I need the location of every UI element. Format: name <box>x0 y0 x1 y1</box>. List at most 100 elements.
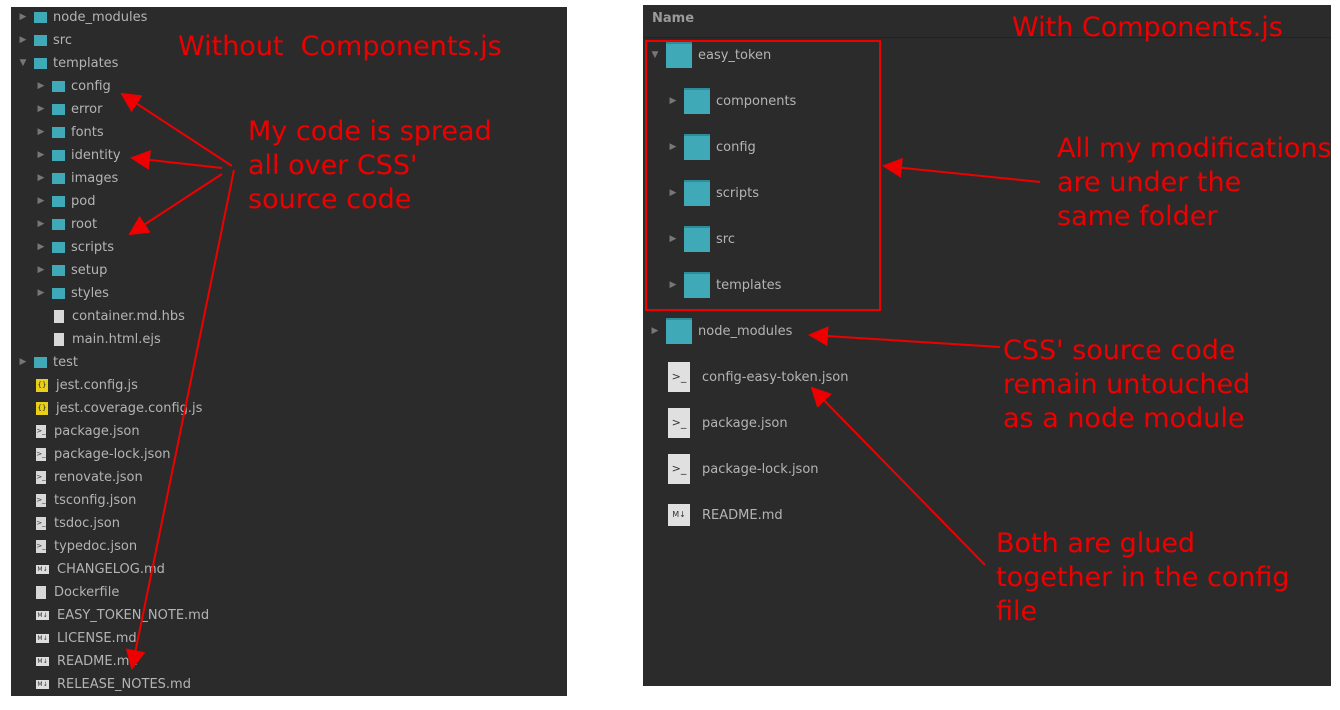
tree-item[interactable]: ▶ templates <box>668 265 781 305</box>
expand-toggle-icon[interactable]: ▶ <box>37 242 45 252</box>
tree-item[interactable]: ▶node_modules <box>650 311 792 351</box>
tree-item[interactable]: ▶node_modules <box>18 6 148 28</box>
expand-toggle-icon[interactable]: ▶ <box>19 12 27 22</box>
tree-item[interactable]: M↓README.md <box>650 495 783 535</box>
arrow-to-identity <box>130 150 223 170</box>
expand-toggle-icon[interactable]: ▶ <box>37 288 45 298</box>
json-file-icon: >_ <box>36 539 46 553</box>
expand-toggle-icon[interactable]: ▶ <box>37 150 45 160</box>
tree-item[interactable]: ▼templates <box>18 52 119 74</box>
tree-item-label: typedoc.json <box>54 538 138 554</box>
tree-item[interactable]: Dockerfile <box>18 581 119 603</box>
tree-item[interactable]: main.html.ejs <box>36 328 161 350</box>
folder-icon <box>684 272 710 298</box>
folder-icon <box>666 42 692 68</box>
tree-item[interactable]: ▶ error <box>36 98 103 120</box>
tree-item-label: src <box>53 32 72 48</box>
tree-item[interactable]: ▶ config <box>668 127 756 167</box>
expand-toggle-icon[interactable]: ▼ <box>651 50 659 60</box>
tree-item[interactable]: container.md.hbs <box>36 305 185 327</box>
folder-icon <box>34 11 47 23</box>
expand-toggle-icon[interactable]: ▶ <box>669 96 677 106</box>
expand-toggle-icon[interactable]: ▼ <box>19 58 27 68</box>
tree-item-label: package-lock.json <box>702 461 819 477</box>
expand-toggle-icon[interactable]: ▶ <box>669 142 677 152</box>
tree-item[interactable]: >_ typedoc.json <box>18 535 137 557</box>
arrow-to-readme <box>125 169 235 670</box>
tree-item-label: scripts <box>716 185 759 201</box>
markdown-file-icon: M↓ <box>36 633 49 643</box>
tree-item[interactable]: >_ package.json <box>650 403 788 443</box>
tree-item-label: package.json <box>702 415 788 431</box>
tree-item-label: setup <box>71 262 108 278</box>
tree-item[interactable]: >_tsdoc.json <box>18 512 120 534</box>
tree-item[interactable]: M↓RELEASE_NOTES.md <box>18 673 191 695</box>
js-file-icon: {} <box>36 378 48 392</box>
tree-item-label: RELEASE_NOTES.md <box>57 676 191 692</box>
folder-icon <box>52 241 65 253</box>
folder-icon <box>34 356 47 368</box>
tree-item[interactable]: >_renovate.json <box>18 466 143 488</box>
tree-item[interactable]: ▶ components <box>668 81 796 121</box>
tree-item[interactable]: ▶root <box>36 213 98 235</box>
tree-item[interactable]: ▶images <box>36 167 119 189</box>
expand-toggle-icon[interactable]: ▶ <box>669 280 677 290</box>
tree-item[interactable]: >_ package-lock.json <box>650 449 819 489</box>
tree-item[interactable]: >_package-lock.json <box>18 443 171 465</box>
tree-item[interactable]: ▶config <box>36 75 111 97</box>
json-file-icon: >_ <box>668 408 690 438</box>
tree-item[interactable]: >_config-easy-token.json <box>650 357 848 397</box>
tree-item-label: LICENSE.md <box>57 630 137 646</box>
json-file-icon: >_ <box>668 362 690 392</box>
tree-item[interactable]: ▶fonts <box>36 121 104 143</box>
tree-item[interactable]: M↓CHANGELOG.md <box>18 558 165 580</box>
folder-icon <box>34 34 47 46</box>
tree-item-label: components <box>716 93 797 109</box>
tree-item[interactable]: >_tsconfig.json <box>18 489 136 511</box>
arrow-to-scripts <box>128 173 223 236</box>
expand-toggle-icon[interactable]: ▶ <box>651 326 659 336</box>
json-file-icon: >_ <box>668 454 690 484</box>
expand-toggle-icon[interactable]: ▶ <box>37 219 45 229</box>
tree-item-label: src <box>716 231 735 247</box>
tree-item[interactable]: ▶pod <box>36 190 96 212</box>
folder-icon <box>52 103 65 115</box>
file-icon <box>36 585 46 599</box>
expand-toggle-icon[interactable]: ▶ <box>37 265 45 275</box>
tree-item[interactable]: M↓README.md <box>18 650 138 672</box>
tree-item-label: templates <box>716 277 782 293</box>
expand-toggle-icon[interactable]: ▶ <box>37 81 45 91</box>
tree-item-label: tsdoc.json <box>54 515 120 531</box>
tree-item[interactable]: ▶ src <box>18 29 72 51</box>
tree-item-label: error <box>71 101 103 117</box>
tree-item[interactable]: M↓EASY_TOKEN_NOTE.md <box>18 604 209 626</box>
folder-icon <box>52 149 65 161</box>
name-column-header[interactable]: Name <box>652 11 695 26</box>
expand-toggle-icon[interactable]: ▶ <box>19 35 27 45</box>
expand-toggle-icon[interactable]: ▶ <box>37 196 45 206</box>
tree-item[interactable]: M↓ LICENSE.md <box>18 627 137 649</box>
tree-item[interactable]: >_package.json <box>18 420 140 442</box>
tree-item[interactable]: ▶styles <box>36 282 109 304</box>
tree-item[interactable]: ▼easy_token <box>650 35 771 75</box>
tree-item[interactable]: {}jest.config.js <box>18 374 138 396</box>
expand-toggle-icon[interactable]: ▶ <box>669 234 677 244</box>
tree-item-label: config <box>716 139 756 155</box>
expand-toggle-icon[interactable]: ▶ <box>19 357 27 367</box>
tree-item[interactable]: ▶test <box>18 351 78 373</box>
expand-toggle-icon[interactable]: ▶ <box>37 173 45 183</box>
tree-item[interactable]: ▶scripts <box>36 236 114 258</box>
folder-icon <box>52 195 65 207</box>
expand-toggle-icon[interactable]: ▶ <box>669 188 677 198</box>
tree-item[interactable]: {}jest.coverage.config.js <box>18 397 202 419</box>
tree-item[interactable]: ▶ scripts <box>668 173 759 213</box>
expand-toggle-icon[interactable]: ▶ <box>37 127 45 137</box>
tree-item[interactable]: ▶ setup <box>36 259 108 281</box>
tree-item[interactable]: ▶identity <box>36 144 121 166</box>
tree-item[interactable]: ▶ src <box>668 219 735 259</box>
json-file-icon: >_ <box>36 424 46 438</box>
folder-icon <box>34 57 47 69</box>
header-divider <box>643 37 1331 38</box>
expand-toggle-icon[interactable]: ▶ <box>37 104 45 114</box>
tree-item-label: tsconfig.json <box>54 492 137 508</box>
